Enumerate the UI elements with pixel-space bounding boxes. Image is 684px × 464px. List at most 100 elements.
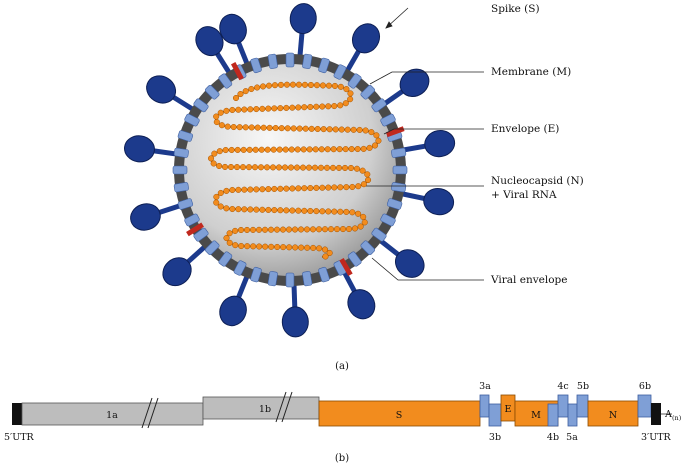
nucleocapsid-bead bbox=[295, 81, 303, 88]
nucleocapsid-bead bbox=[343, 86, 350, 93]
nucleocapsid-bead bbox=[213, 199, 220, 206]
nucleocapsid-bead bbox=[207, 155, 215, 162]
spike-head bbox=[195, 26, 224, 57]
nucleocapsid-bead bbox=[336, 146, 343, 153]
spike-head bbox=[399, 68, 430, 98]
nucleocapsid-bead bbox=[234, 146, 241, 153]
nucleocapsid-bead bbox=[347, 164, 355, 172]
nucleocapsid-bead bbox=[284, 125, 291, 132]
nucleocapsid-bead bbox=[259, 206, 266, 213]
membrane-protein bbox=[173, 182, 189, 193]
virion-diagram bbox=[124, 3, 456, 338]
nucleocapsid-bead bbox=[262, 243, 269, 250]
nucleocapsid-bead bbox=[366, 144, 373, 151]
nucleocapsid-bead bbox=[223, 205, 230, 212]
nucleocapsid-bead bbox=[277, 105, 284, 112]
membrane-protein bbox=[184, 213, 200, 227]
nucleocapsid-bead bbox=[258, 146, 265, 153]
genome-map bbox=[12, 391, 672, 429]
viral-envelope-leader bbox=[371, 257, 484, 281]
membrane-proteins bbox=[172, 52, 408, 288]
spike-head bbox=[289, 3, 317, 35]
envelope-protein bbox=[339, 257, 353, 277]
nucleocapsid-bead bbox=[308, 125, 315, 132]
nucleocapsid-bead bbox=[216, 162, 223, 170]
membrane-protein bbox=[380, 113, 396, 127]
membrane-protein bbox=[177, 130, 194, 142]
membrane-protein bbox=[193, 98, 209, 113]
nucleocapsid-bead bbox=[278, 125, 285, 132]
nucleocapsid-bead bbox=[242, 124, 249, 131]
nucleocapsid-bead bbox=[321, 246, 329, 253]
nucleocapsid-bead bbox=[229, 205, 236, 213]
membrane-protein bbox=[360, 240, 376, 256]
orf1b-break-mark bbox=[275, 391, 293, 423]
nucleocapsid-bead bbox=[247, 106, 254, 113]
nucleocapsid-bead bbox=[312, 146, 319, 153]
spike-head bbox=[162, 257, 192, 287]
nucleocapsid-bead bbox=[249, 226, 257, 233]
nucleocapsid-bead bbox=[296, 125, 303, 132]
label-viral-envelope: Viral envelope bbox=[490, 274, 567, 286]
nucleocapsid-bead bbox=[289, 81, 297, 88]
nucleocapsid-bead bbox=[333, 226, 341, 233]
orf-5b-block bbox=[576, 394, 589, 418]
nucleocapsid-bead bbox=[316, 245, 323, 252]
nucleocapsid-bead bbox=[270, 146, 277, 153]
nucleocapsid-bead bbox=[331, 184, 338, 191]
nucleocapsid-bead bbox=[216, 148, 223, 155]
nucleocapsid-bead bbox=[337, 83, 344, 90]
nucleocapsid-bead bbox=[226, 239, 233, 246]
nucleocapsid-bead bbox=[314, 125, 321, 133]
nucleocapsid-bead bbox=[313, 82, 321, 89]
nucleocapsid-bead bbox=[364, 176, 372, 184]
nucleocapsid-bead bbox=[313, 208, 320, 215]
nucleocapsid-bead bbox=[289, 185, 296, 192]
nucleocapsid-bead bbox=[259, 83, 267, 90]
nucleocapsid-bead bbox=[319, 208, 326, 215]
nucleocapsid-bead bbox=[325, 184, 332, 191]
nucleocapsid-bead bbox=[259, 186, 266, 193]
orf-6b-block bbox=[637, 394, 652, 418]
nucleocapsid-bead bbox=[247, 206, 254, 213]
nucleocapsid-bead bbox=[288, 146, 295, 153]
nucleocapsid-bead bbox=[254, 84, 261, 91]
membrane-protein bbox=[285, 52, 295, 68]
nucleocapsid-bead bbox=[375, 137, 382, 144]
label-utr5: 5′UTR bbox=[4, 432, 35, 443]
nucleocapsid-bead bbox=[349, 183, 356, 191]
nucleocapsid-bead bbox=[217, 189, 224, 197]
nucleocapsid-bead bbox=[306, 146, 313, 153]
spike-head bbox=[395, 249, 425, 278]
nucleocapsid-bead bbox=[232, 94, 240, 102]
nucleocapsid-bead bbox=[301, 207, 308, 214]
nucleocapsid-bead bbox=[237, 226, 245, 234]
membrane-protein bbox=[318, 57, 330, 74]
label-n: N bbox=[609, 410, 617, 421]
membrane-protein bbox=[177, 198, 194, 210]
nucleocapsid-bead bbox=[259, 105, 266, 112]
nucleocapsid-bead bbox=[319, 103, 326, 110]
nucleocapsid-bead bbox=[283, 81, 291, 88]
nucleocapsid-bead bbox=[285, 226, 293, 233]
nucleocapsid-bead bbox=[332, 126, 339, 133]
nucleocapsid-bead bbox=[283, 185, 290, 192]
nucleocapsid-bead bbox=[265, 82, 273, 89]
nucleocapsid-bead bbox=[289, 104, 296, 111]
membrane-protein bbox=[233, 260, 247, 276]
nucleocapsid-bead bbox=[217, 203, 224, 210]
nucleocapsid-bead bbox=[256, 243, 263, 250]
nucleocapsid-bead bbox=[236, 124, 243, 131]
nucleocapsid-bead bbox=[229, 186, 236, 194]
spike-head bbox=[219, 13, 247, 45]
nucleocapsid-bead bbox=[304, 244, 311, 251]
nucleocapsid-bead bbox=[337, 102, 344, 109]
nucleocapsid-bead bbox=[356, 126, 363, 133]
nucleocapsid-bead bbox=[300, 146, 307, 153]
nucleocapsid-bead bbox=[265, 206, 272, 213]
membrane-protein bbox=[173, 147, 189, 158]
nucleocapsid-bead bbox=[362, 127, 369, 134]
nucleocapsid-bead bbox=[309, 226, 317, 233]
nucleocapsid-bead bbox=[267, 226, 275, 233]
